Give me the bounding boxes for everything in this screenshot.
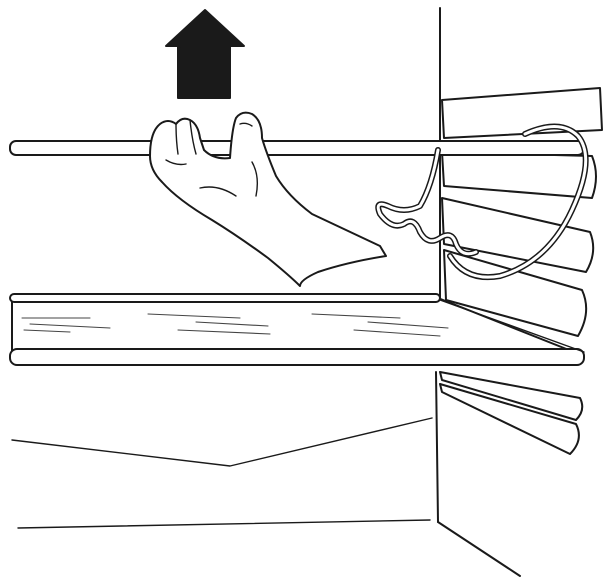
arrow-head (165, 9, 245, 99)
lower-glass-shelf (9, 293, 585, 366)
rail-runner-2 (441, 151, 597, 199)
rail-runner-1 (441, 87, 603, 139)
glass-shelf-back-edge (9, 293, 441, 303)
glass-reflection-marks (21, 313, 449, 337)
upper-shelf (9, 140, 585, 156)
rail-runner-6 (439, 383, 580, 455)
lift-up-arrow-icon (165, 9, 245, 99)
cabinet-floor-lines (11, 417, 433, 529)
upper-shelf-front-bar (9, 140, 585, 156)
rail-runner-3 (441, 197, 595, 273)
shelf-wire-holder (375, 123, 589, 280)
rail-runner-5 (439, 371, 584, 421)
hand (149, 111, 387, 287)
rail-runner-4 (443, 249, 588, 337)
glass-shelf-front-bar (9, 348, 585, 366)
